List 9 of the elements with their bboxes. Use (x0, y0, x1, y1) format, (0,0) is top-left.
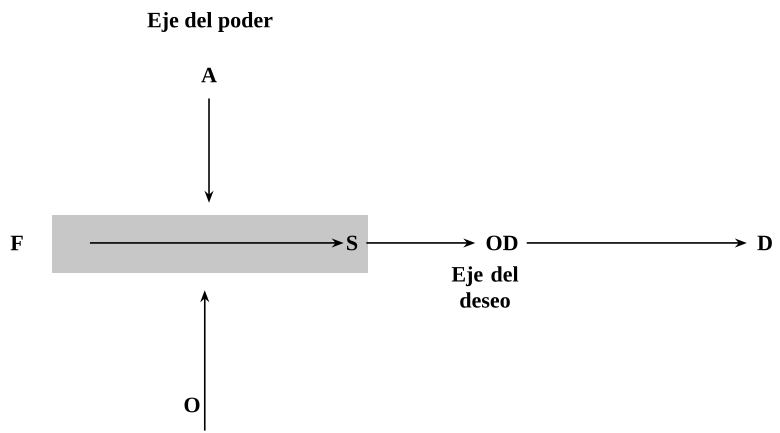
actant-label: O (184, 398, 200, 412)
axis-label: Eje del deseo (452, 266, 518, 308)
shaded-box (52, 215, 368, 273)
actant-label: OD (486, 236, 518, 250)
actant-label: F (10, 236, 23, 250)
actant-label: D (757, 236, 772, 250)
actant-label: A (201, 68, 217, 82)
heading: Eje del poder (147, 12, 272, 32)
actant-label: S (347, 236, 358, 250)
